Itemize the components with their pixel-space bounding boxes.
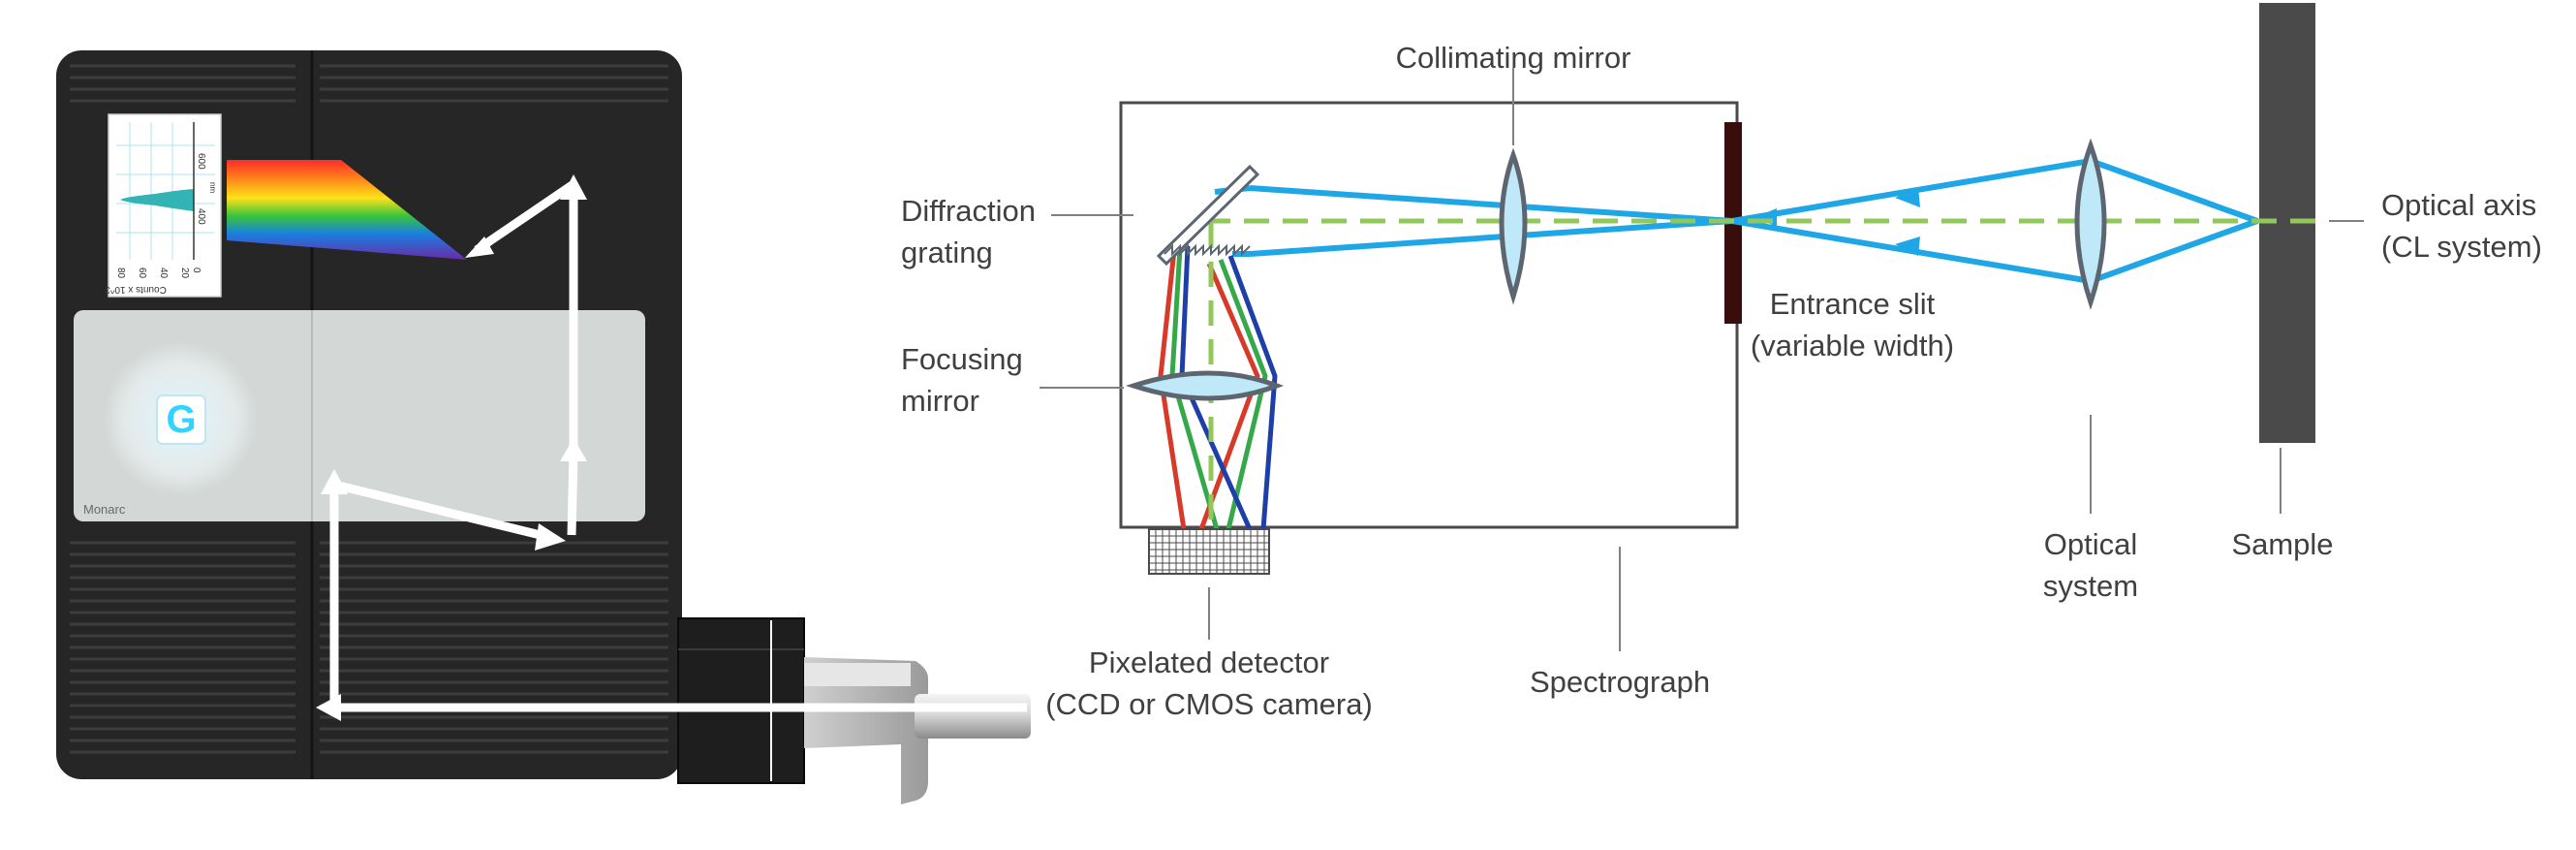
pixelated-detector bbox=[1148, 528, 1270, 575]
dispersed-spectrum-fan bbox=[227, 160, 467, 260]
optical-system-lens bbox=[2074, 138, 2107, 310]
beam-lower-collimating bbox=[1249, 218, 1733, 257]
plot-x-tick: 60 bbox=[137, 268, 147, 279]
label-optical-axis-line2: (CL system) bbox=[2381, 230, 2542, 264]
beam-upper-collimating bbox=[1249, 185, 1733, 224]
diffraction-grating bbox=[1156, 164, 1260, 267]
plot-spectrum-peak bbox=[120, 145, 194, 254]
diagram-labels: Collimating mirror Diffraction grating F… bbox=[901, 41, 2542, 721]
ray-blue bbox=[1227, 255, 1278, 530]
label-collimating-mirror: Collimating mirror bbox=[1396, 41, 1631, 75]
plot-y-tick: 400 bbox=[196, 208, 206, 225]
label-diffraction-grating-line1: Diffraction bbox=[901, 194, 1036, 228]
port-cone bbox=[804, 657, 928, 804]
arrowhead bbox=[535, 523, 566, 551]
label-entrance-slit-line1: Entrance slit bbox=[1770, 287, 1936, 321]
label-focusing-mirror-line2: mirror bbox=[901, 384, 979, 418]
light-path-arrows bbox=[316, 174, 1027, 721]
label-optical-axis-line1: Optical axis bbox=[2381, 188, 2536, 222]
collimating-mirror-lens bbox=[1499, 147, 1528, 305]
path-arrow bbox=[332, 480, 550, 542]
path-arrow bbox=[567, 453, 578, 536]
brand-label: Monarc bbox=[83, 502, 126, 517]
plot-x-tick: 40 bbox=[158, 268, 169, 279]
label-sample: Sample bbox=[2231, 527, 2333, 561]
plot-x-tick: 0 bbox=[191, 268, 202, 273]
label-entrance-slit-line2: (variable width) bbox=[1751, 329, 1954, 362]
label-optical-system-line2: system bbox=[2043, 569, 2138, 603]
arrowhead bbox=[465, 236, 494, 258]
plot-y-tick: 600 bbox=[196, 153, 206, 170]
spectrum-plot-card: 80 60 40 20 0 Counts x 10^3 600 400 nm bbox=[105, 113, 222, 298]
optical-schematic: Collimating mirror Diffraction grating F… bbox=[901, 3, 2542, 721]
ray-red bbox=[1198, 263, 1260, 530]
logo-badge bbox=[156, 394, 206, 445]
ray-green bbox=[1218, 259, 1268, 530]
focusing-mirror-lens bbox=[1125, 370, 1285, 401]
port-housing bbox=[677, 617, 805, 784]
label-diffraction-grating-line2: grating bbox=[901, 236, 993, 269]
label-pixelated-detector-line1: Pixelated detector bbox=[1089, 645, 1329, 679]
label-focusing-mirror-line1: Focusing bbox=[901, 342, 1023, 376]
plot-x-tick: 80 bbox=[115, 268, 126, 279]
beam-upper-input bbox=[1731, 158, 2259, 224]
beam-arrowhead bbox=[1895, 236, 1920, 256]
label-spectrograph: Spectrograph bbox=[1530, 665, 1710, 699]
path-arrow bbox=[474, 180, 576, 254]
plot-x-ticks: 80 60 40 20 0 bbox=[115, 268, 202, 279]
label-optical-system-line1: Optical bbox=[2044, 527, 2137, 561]
beam-arrowhead bbox=[1895, 187, 1920, 207]
vent-grille-bottom bbox=[70, 541, 668, 754]
vent-grille-top bbox=[70, 64, 668, 103]
plot-x-tick: 20 bbox=[179, 268, 190, 279]
label-pixelated-detector-line2: (CCD or CMOS camera) bbox=[1045, 687, 1373, 721]
logo-icon: G bbox=[166, 398, 196, 441]
leader-lines bbox=[1040, 68, 2364, 651]
plot-x-axis-label: Counts x 10^3 bbox=[105, 284, 167, 295]
beam-lower-input bbox=[1731, 218, 2259, 284]
plot-y-axis-label: nm bbox=[208, 182, 217, 193]
input-fiber-tube bbox=[915, 694, 1031, 739]
instrument-render: G Monarc 80 60 40 20 0 bbox=[56, 50, 1031, 804]
